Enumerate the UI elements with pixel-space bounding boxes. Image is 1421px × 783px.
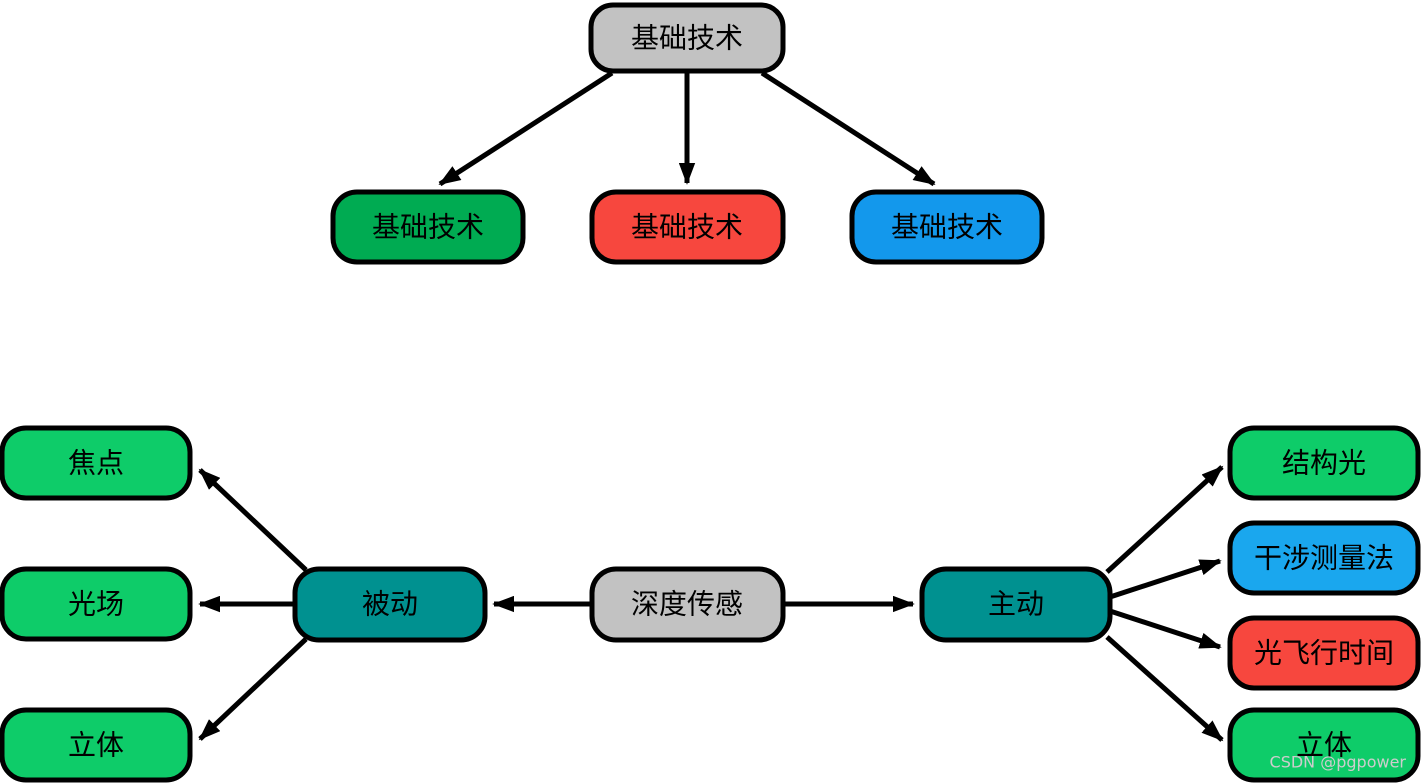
node-basic-blue: 基础技术 — [849, 189, 1045, 265]
node-basic-green-label: 基础技术 — [372, 211, 484, 244]
node-basic-green-box — [330, 189, 526, 265]
node-stereo-right-box — [1227, 707, 1421, 783]
node-interferometry: 干涉测量法 — [1227, 520, 1421, 596]
node-structured-light-box — [1227, 425, 1421, 501]
node-light-field-label: 光场 — [68, 588, 124, 621]
node-depth-sensing: 深度传感 — [589, 566, 786, 643]
edge-passive-to-focus — [198, 468, 308, 572]
node-structured-light-label: 结构光 — [1282, 447, 1366, 480]
node-light-field-box — [0, 566, 193, 642]
edge-active-to-stereo-right — [1105, 635, 1224, 742]
node-basic-red-label: 基础技术 — [631, 211, 743, 244]
watermark-text: CSDN @pgpower — [1270, 753, 1407, 772]
edge-root-to-basic-blue — [760, 70, 936, 187]
node-root-box — [588, 2, 786, 74]
node-basic-blue-box — [849, 189, 1045, 265]
edge-active-to-time-of-flight — [1109, 608, 1222, 650]
node-basic-red: 基础技术 — [589, 189, 786, 265]
node-stereo-left-label: 立体 — [68, 729, 124, 762]
edge-active-to-structured-light — [1105, 465, 1224, 574]
node-structured-light: 结构光 — [1227, 425, 1421, 501]
node-passive-box — [292, 566, 488, 643]
node-depth-sensing-box — [589, 566, 786, 643]
node-light-field: 光场 — [0, 566, 193, 642]
edges-layer — [198, 70, 1224, 742]
node-time-of-flight: 光飞行时间 — [1227, 615, 1421, 691]
node-stereo-left-box — [0, 707, 193, 783]
node-time-of-flight-label: 光飞行时间 — [1254, 637, 1394, 670]
node-active-box — [919, 566, 1113, 643]
node-stereo-right-label: 立体 — [1296, 729, 1352, 762]
node-time-of-flight-box — [1227, 615, 1421, 691]
node-interferometry-label: 干涉测量法 — [1254, 542, 1394, 575]
node-focus-label: 焦点 — [68, 447, 124, 480]
node-active: 主动 — [919, 566, 1113, 643]
node-basic-red-box — [589, 189, 786, 265]
node-stereo-right: 立体 — [1227, 707, 1421, 783]
node-focus-box — [0, 425, 193, 501]
node-active-label: 主动 — [988, 588, 1044, 621]
edge-passive-to-stereo-left — [198, 637, 308, 741]
node-focus: 焦点 — [0, 425, 193, 501]
node-passive: 被动 — [292, 566, 488, 643]
node-depth-sensing-label: 深度传感 — [631, 588, 743, 621]
node-basic-blue-label: 基础技术 — [891, 211, 1003, 244]
node-passive-label: 被动 — [362, 588, 418, 621]
node-stereo-left: 立体 — [0, 707, 193, 783]
node-basic-green: 基础技术 — [330, 189, 526, 265]
node-interferometry-box — [1227, 520, 1421, 596]
node-root: 基础技术 — [588, 2, 786, 74]
edge-root-to-basic-green — [438, 70, 614, 187]
edge-active-to-interferometry — [1109, 558, 1222, 600]
node-root-label: 基础技术 — [631, 22, 743, 55]
